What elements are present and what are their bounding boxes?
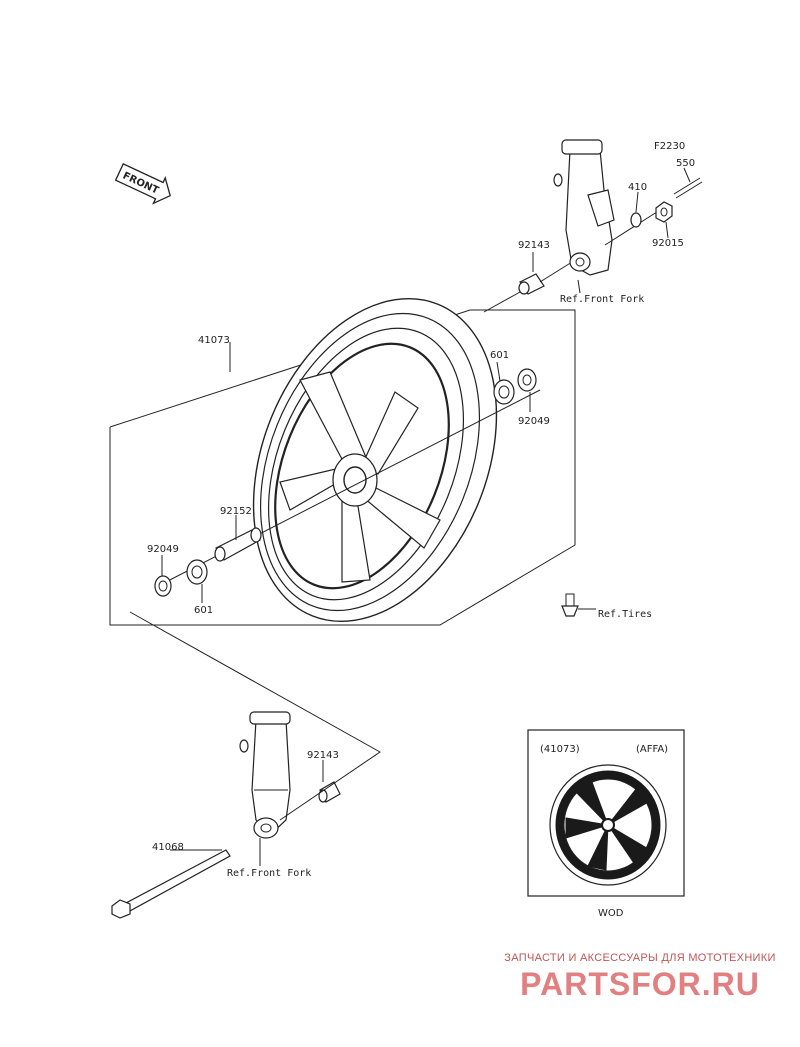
label-41068: 41068: [152, 842, 184, 853]
seal-92049-right: [517, 368, 537, 392]
spacer-92152: [214, 527, 262, 562]
front-fork-right: [553, 139, 615, 276]
washer-410: [630, 212, 642, 228]
front-direction-arrow: FRONT: [114, 162, 171, 205]
tire-valve: [561, 593, 579, 617]
seal-92049-left: [154, 575, 172, 597]
label-92049-right: 92049: [518, 416, 550, 427]
inset-variant-box: (41073) (AFFA): [527, 729, 685, 897]
axle-41068: [111, 849, 231, 919]
label-92143-bottom: 92143: [307, 750, 339, 761]
label-410: 410: [628, 182, 647, 193]
cotter-pin-550: [673, 177, 703, 199]
collar-92143-bottom: [318, 781, 341, 803]
label-601-left: 601: [194, 605, 213, 616]
label-92049-left: 92049: [147, 544, 179, 555]
inset-code-right: (AFFA): [636, 744, 668, 755]
inset-code-left: (41073): [540, 744, 580, 755]
assembly-frame: [109, 309, 576, 626]
watermark-logo: PARTSFOR.RU: [520, 966, 760, 1002]
ref-front-fork-bottom: Ref.Front Fork: [227, 868, 311, 879]
collar-92143-top: [518, 273, 545, 295]
wheel-rim: [252, 297, 498, 623]
label-92152: 92152: [220, 506, 252, 517]
label-92015: 92015: [652, 238, 684, 249]
inset-caption: WOD: [598, 908, 624, 919]
ref-tires: Ref.Tires: [598, 609, 652, 620]
front-fork-left: [239, 711, 291, 839]
label-550: 550: [676, 158, 695, 169]
ref-front-fork-top: Ref.Front Fork: [560, 294, 644, 305]
label-92143-top: 92143: [518, 240, 550, 251]
label-F2230: F2230: [654, 141, 685, 152]
bearing-601-right: [493, 379, 515, 405]
nut-92015: [655, 201, 673, 223]
bearing-601-left: [186, 559, 208, 585]
watermark-tagline: ЗАПЧАСТИ И АКСЕССУАРЫ ДЛЯ МОТОТЕХНИКИ: [504, 952, 776, 964]
label-41073: 41073: [198, 335, 230, 346]
label-601-right: 601: [490, 350, 509, 361]
